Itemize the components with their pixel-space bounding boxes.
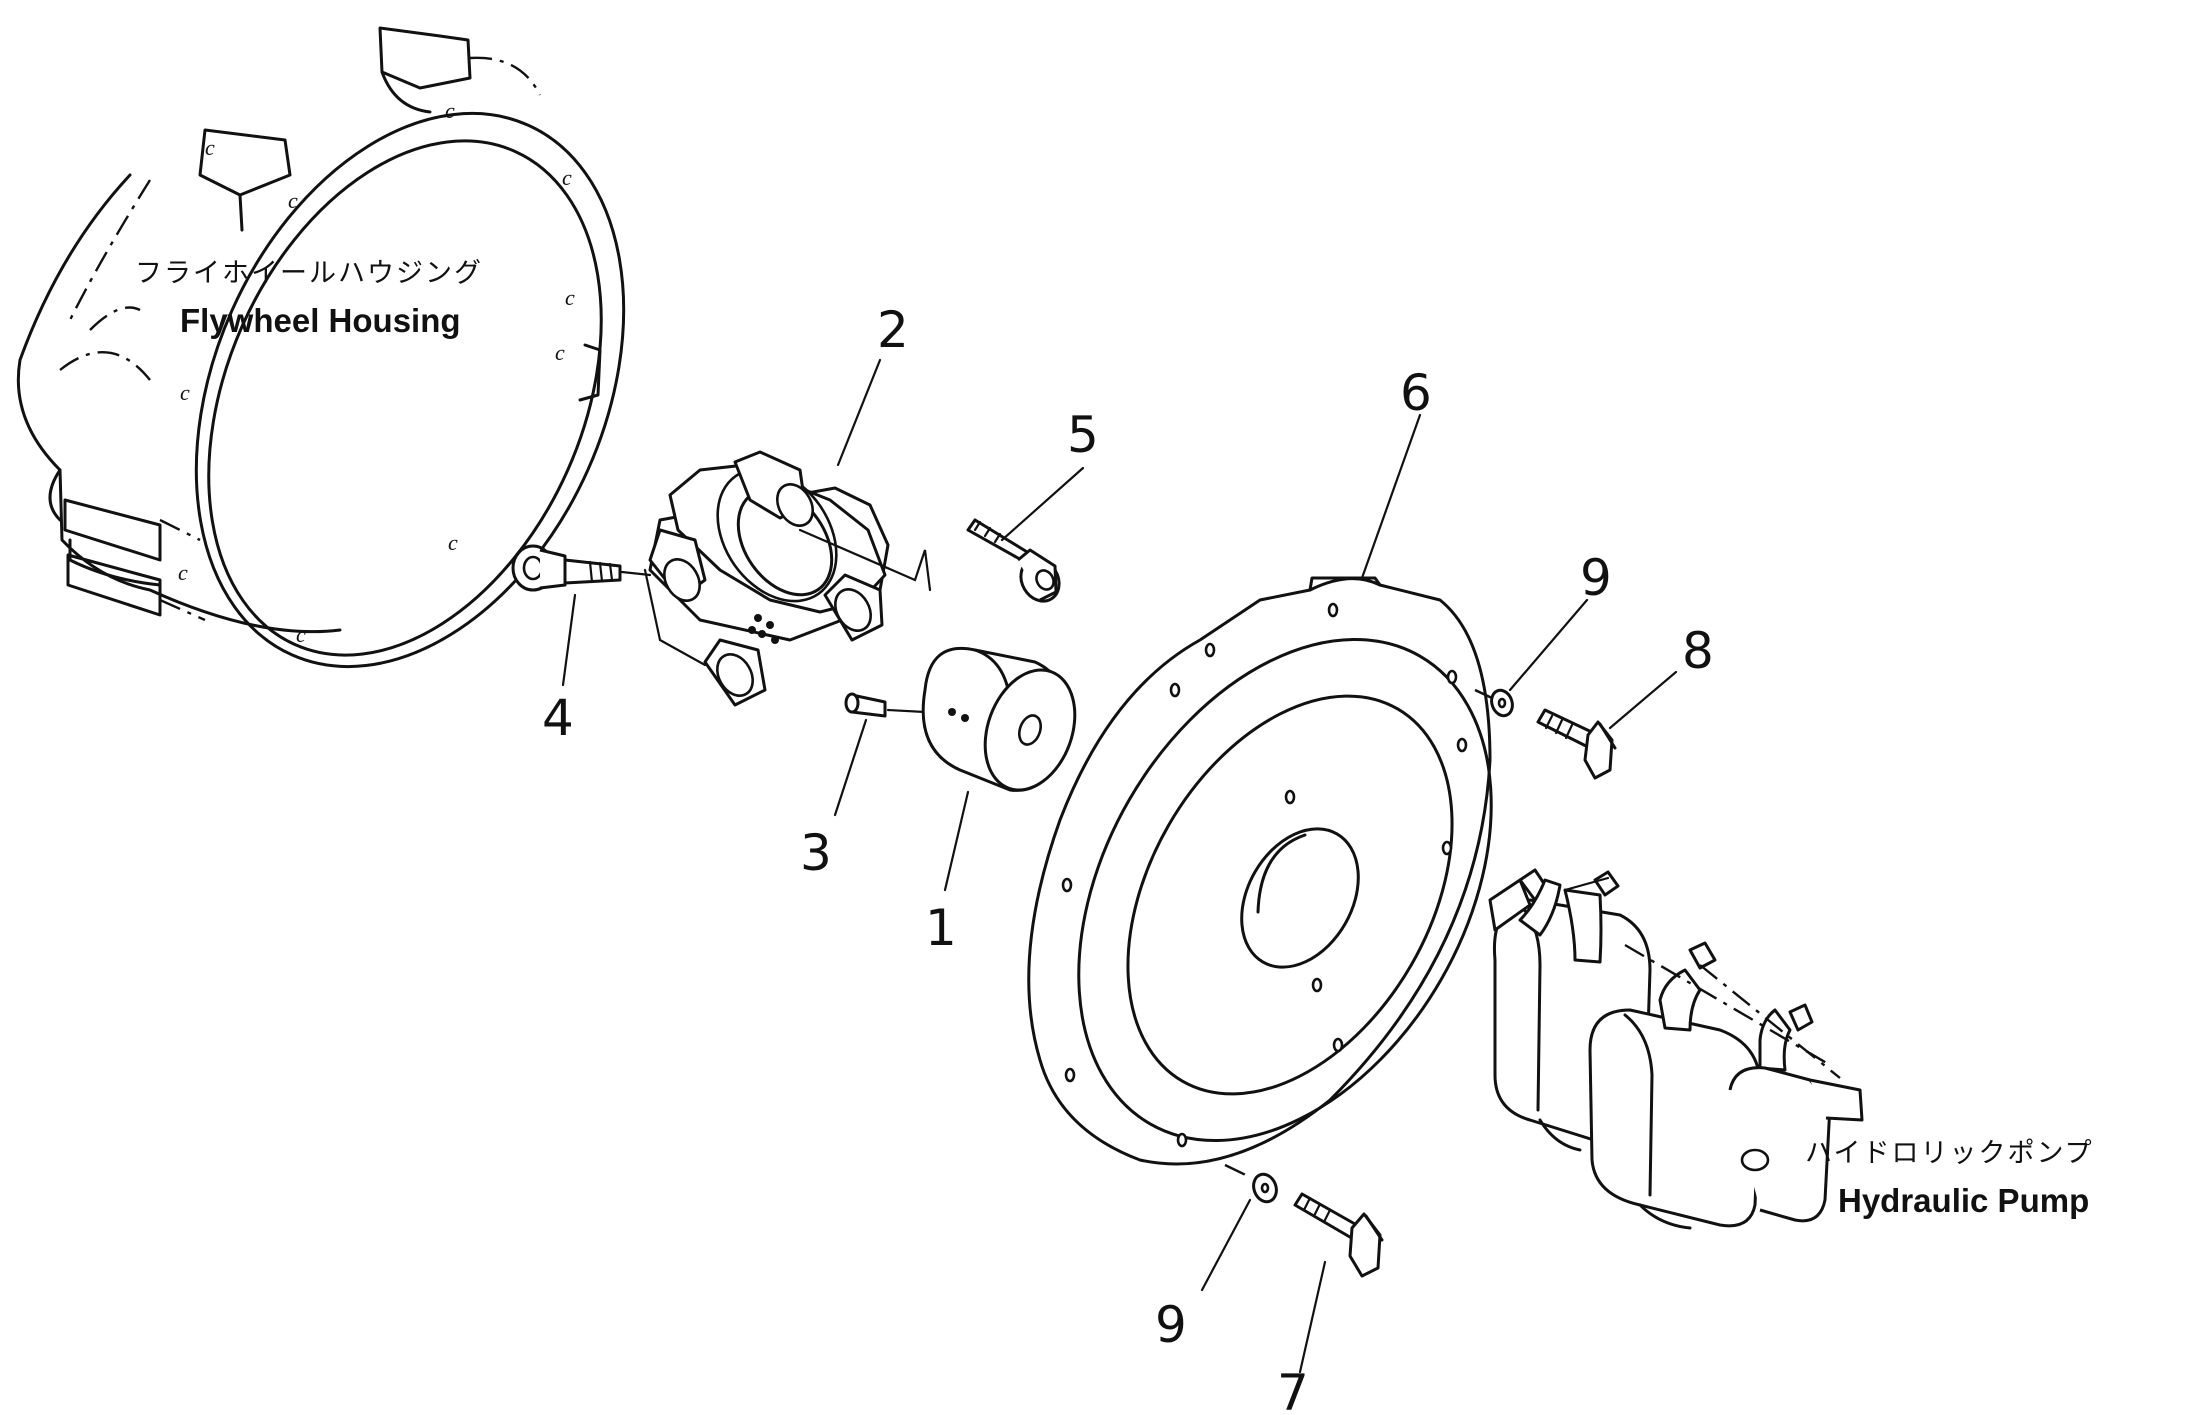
flywheel-housing-label-en: Flywheel Housing	[180, 302, 461, 339]
socket-bolt	[511, 544, 652, 592]
callout-9-lower: 9	[1155, 1296, 1187, 1354]
callout-4: 4	[542, 689, 574, 747]
hub-1	[921, 646, 1077, 792]
flywheel-housing: c c c c c c c c c c	[16, 26, 626, 669]
callout-8: 8	[1682, 622, 1714, 680]
bolt-5	[798, 518, 1061, 603]
housing-mark: c	[555, 340, 565, 365]
hydraulic-pump-label-jp: ハイドロリックポンプ	[1805, 1138, 2094, 1169]
housing-mark: c	[205, 135, 215, 160]
bolt-7	[1293, 1192, 1384, 1278]
flywheel-plate	[1027, 576, 1493, 1166]
callout-3: 3	[800, 824, 832, 882]
housing-mark: c	[288, 188, 298, 213]
leader-lines	[561, 358, 1678, 1374]
housing-mark: c	[448, 530, 458, 555]
callout-6: 6	[1400, 364, 1432, 422]
bolt-8	[1536, 708, 1617, 780]
callout-9-upper: 9	[1580, 549, 1612, 607]
washer-9-upper	[1474, 688, 1514, 718]
washer-9-lower	[1224, 1163, 1278, 1204]
housing-mark: c	[445, 98, 455, 123]
housing-mark: c	[180, 380, 190, 405]
callout-1: 1	[925, 899, 957, 957]
callout-2: 2	[877, 301, 909, 359]
housing-mark: c	[562, 165, 572, 190]
callout-5: 5	[1067, 406, 1099, 464]
pin-3	[844, 692, 933, 718]
hydraulic-pump	[1488, 868, 1864, 1230]
hydraulic-pump-label-en: Hydraulic Pump	[1838, 1182, 2089, 1219]
housing-mark: c	[565, 285, 575, 310]
housing-mark: c	[178, 560, 188, 585]
callout-7: 7	[1277, 1364, 1309, 1415]
coupling-element	[643, 450, 890, 707]
flywheel-housing-label-jp: フライホイールハウジング	[135, 258, 483, 289]
housing-mark: c	[296, 622, 306, 647]
